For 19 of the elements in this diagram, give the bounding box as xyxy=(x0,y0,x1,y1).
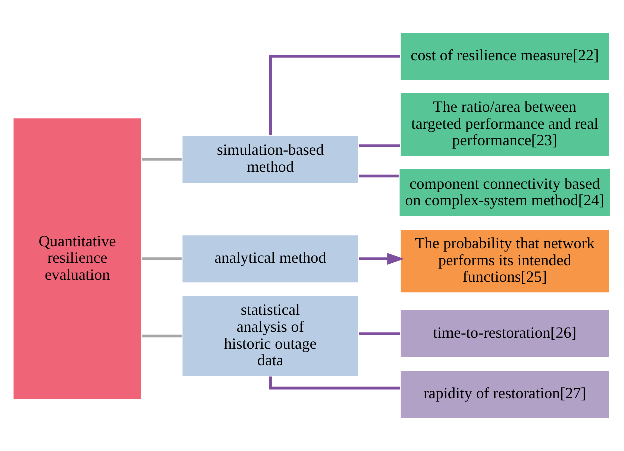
connector xyxy=(142,334,182,338)
connector xyxy=(269,376,400,390)
connector xyxy=(142,258,182,260)
node-box: analytical method xyxy=(182,234,360,284)
node-box: time-to-restoration[26] xyxy=(400,309,610,359)
connector xyxy=(359,332,400,336)
node-box: simulation-based method xyxy=(182,134,360,184)
node-box: The probability that network performs its intended functions[25] xyxy=(400,228,610,294)
node-box: Quantitative resilience evaluation xyxy=(12,118,142,401)
node-box: The ratio/area between targeted performance and real performance[23] xyxy=(400,92,610,158)
node-box: component connectivity based on complex-system method[24] xyxy=(398,168,612,218)
connector xyxy=(142,158,182,161)
connector xyxy=(269,55,400,136)
node-box: cost of resilience measure[22] xyxy=(400,32,610,82)
arrow xyxy=(359,253,404,265)
connector xyxy=(359,174,399,178)
node-box: rapidity of restoration[27] xyxy=(400,370,610,420)
node-box: statistical analysis of historic outage data xyxy=(182,295,360,378)
connector xyxy=(359,144,400,148)
